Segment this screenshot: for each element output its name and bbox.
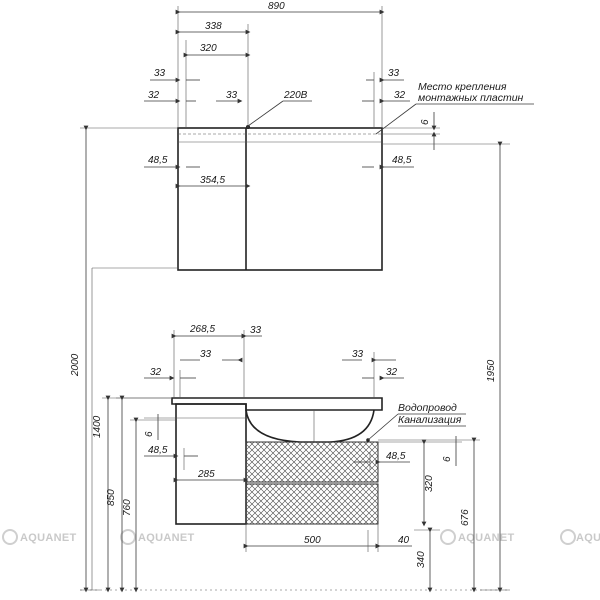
dim-338: 338 bbox=[175, 21, 251, 128]
watermark-center-right: AQUANET bbox=[440, 529, 515, 545]
dim-40: 40 bbox=[367, 530, 412, 552]
watermark-center-left: AQUANET bbox=[120, 529, 195, 545]
vanity bbox=[171, 397, 383, 525]
watermark-text-right: AQUANET bbox=[576, 532, 600, 544]
dim-32-b-left: 32 bbox=[144, 367, 196, 398]
dim-320-vertical: 320 bbox=[421, 439, 435, 527]
dim-760: 760 bbox=[122, 417, 176, 593]
dim-33-b-top: 33 bbox=[241, 325, 262, 339]
watermark-text-left: AQUANET bbox=[20, 532, 77, 544]
watermark-text-center-right: AQUANET bbox=[458, 532, 515, 544]
dim-1950: 1950 bbox=[92, 141, 510, 593]
dim-354-5: 354,5 bbox=[175, 175, 251, 189]
dim-32-right: 32 bbox=[362, 90, 410, 104]
dim-33-b-right: 33 bbox=[342, 349, 396, 398]
dim-32-left: 32 bbox=[144, 90, 196, 104]
dim-268-5-label: 268,5 bbox=[189, 324, 215, 335]
dim-33-b-right-label: 33 bbox=[352, 349, 364, 360]
dim-760-label: 760 bbox=[122, 499, 133, 516]
dim-48-5-b-right: 48,5 bbox=[354, 451, 410, 470]
drawer-top bbox=[245, 441, 379, 483]
dim-268-5: 268,5 bbox=[171, 324, 247, 398]
dim-33-right-label: 33 bbox=[388, 68, 400, 79]
dim-33-b-second: 33 bbox=[180, 349, 243, 363]
dim-500: 500 bbox=[243, 524, 381, 552]
dim-48-5-top-left: 48,5 bbox=[144, 155, 200, 170]
dim-48-5-b-left: 48,5 bbox=[144, 445, 198, 470]
dim-1950-label: 1950 bbox=[486, 359, 497, 382]
dim-850: 850 bbox=[106, 395, 172, 593]
dim-2000-label: 2000 bbox=[70, 353, 81, 377]
dim-6-b-right: 6 bbox=[378, 436, 462, 466]
dim-354-5-label: 354,5 bbox=[200, 175, 225, 186]
dim-338-label: 338 bbox=[205, 21, 222, 32]
dim-33-mid-label: 33 bbox=[226, 90, 238, 101]
dim-320-vertical-label: 320 bbox=[424, 475, 435, 492]
dim-2000: 2000 bbox=[70, 125, 178, 593]
mount-plate-note: Место крепления монтажных пластин bbox=[375, 81, 534, 135]
drawer-bottom bbox=[245, 483, 379, 525]
dim-285-label: 285 bbox=[197, 469, 215, 480]
dim-6-top: 6 bbox=[382, 112, 440, 150]
dim-48-5-top-left-label: 48,5 bbox=[148, 155, 168, 166]
dim-33-b-top-label: 33 bbox=[250, 325, 262, 336]
dim-48-5-b-right-label: 48,5 bbox=[386, 451, 406, 462]
top-cabinet bbox=[177, 125, 383, 271]
dim-6-top-label: 6 bbox=[420, 119, 431, 125]
dim-33-right: 33 bbox=[366, 68, 404, 128]
dim-1400: 1400 bbox=[92, 395, 172, 593]
dim-32-b-left-label: 32 bbox=[150, 367, 162, 378]
dim-40-label: 40 bbox=[398, 535, 410, 546]
dim-850-label: 850 bbox=[106, 489, 117, 506]
water-label: Водопровод bbox=[398, 402, 457, 414]
watermark-right: AQUANET bbox=[560, 529, 600, 545]
dim-32-right-label: 32 bbox=[394, 90, 406, 101]
dim-340-label: 340 bbox=[416, 551, 427, 568]
dim-48-5-top-right: 48,5 bbox=[362, 155, 414, 170]
dim-1400-label: 1400 bbox=[92, 415, 103, 438]
dim-32-left-label: 32 bbox=[148, 90, 160, 101]
dim-33-left: 33 bbox=[150, 68, 200, 83]
plate-note-line2: монтажных пластин bbox=[418, 92, 524, 104]
side-cabinet bbox=[175, 403, 247, 525]
dim-340: 340 bbox=[414, 527, 440, 593]
dim-890-label: 890 bbox=[268, 1, 285, 12]
sewer-label: Канализация bbox=[398, 414, 462, 426]
power-label: 220В bbox=[283, 90, 308, 101]
dim-48-5-b-left-label: 48,5 bbox=[148, 445, 168, 456]
plumbing-note: Водопровод Канализация bbox=[366, 402, 466, 442]
dim-33-left-label: 33 bbox=[154, 68, 166, 79]
dim-6-b-right-label: 6 bbox=[442, 456, 453, 462]
plate-note-line1: Место крепления bbox=[418, 81, 507, 93]
dim-6-b-left-label: 6 bbox=[144, 431, 155, 437]
dim-500-label: 500 bbox=[304, 535, 321, 546]
power-callout: 220В bbox=[247, 90, 312, 127]
dim-285: 285 bbox=[173, 469, 249, 483]
dim-676-label: 676 bbox=[460, 509, 471, 526]
watermark-text-center-left: AQUANET bbox=[138, 532, 195, 544]
dim-6-b-left: 6 bbox=[144, 414, 176, 440]
dim-33-b-second-label: 33 bbox=[200, 349, 212, 360]
dim-48-5-top-right-label: 48,5 bbox=[392, 155, 412, 166]
dim-320: 320 bbox=[183, 40, 251, 128]
dim-33-mid: 33 bbox=[216, 90, 243, 104]
top-cabinet-outline bbox=[177, 127, 383, 271]
dim-32-b-right: 32 bbox=[362, 367, 404, 381]
watermark-left: AQUANET bbox=[2, 529, 77, 545]
dim-676: 676 bbox=[378, 437, 480, 593]
dim-32-b-right-label: 32 bbox=[386, 367, 398, 378]
dim-890: 890 bbox=[175, 1, 385, 128]
dim-320-label: 320 bbox=[200, 43, 217, 54]
basin bbox=[245, 409, 375, 443]
